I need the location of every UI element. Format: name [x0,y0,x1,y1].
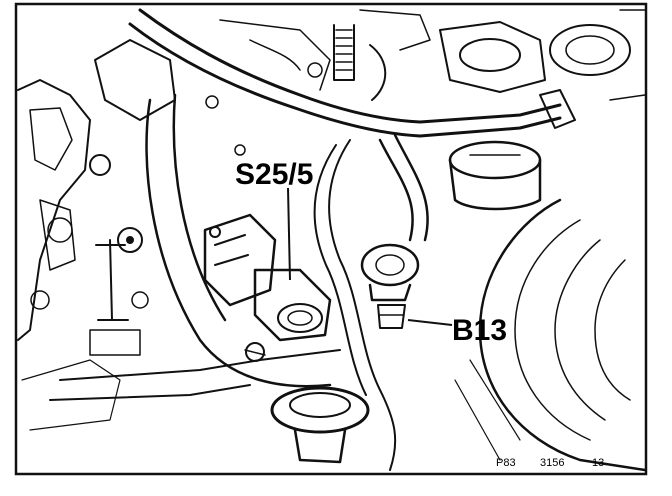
pulley-housing [454,198,647,472]
figure-frame [14,2,648,476]
engine-block-right-top [439,9,646,101]
figure-reference: P83 3156 13 [496,457,604,469]
spring-assembly [307,9,431,101]
vacuum-line-upper [128,8,576,138]
figure-ref-code: P83 [496,457,516,469]
reservoir-canister [448,140,542,211]
callout-s25-5: S25/5 [235,158,313,191]
switch-s25-5 [203,213,332,342]
linkage-bracket [89,39,176,356]
filler-cap [244,342,370,464]
sensor-b13 [360,243,420,329]
front-cover-frame [49,19,341,401]
figure-ref-number: 3156 [540,457,564,469]
leader-b13 [407,319,453,326]
figure-ref-sheet: 13 [592,457,604,469]
leader-lines [287,187,453,326]
engine-block-left [17,79,121,431]
hose-group [313,133,429,471]
callout-b13: B13 [452,314,507,347]
leader-s25-5 [287,187,291,281]
